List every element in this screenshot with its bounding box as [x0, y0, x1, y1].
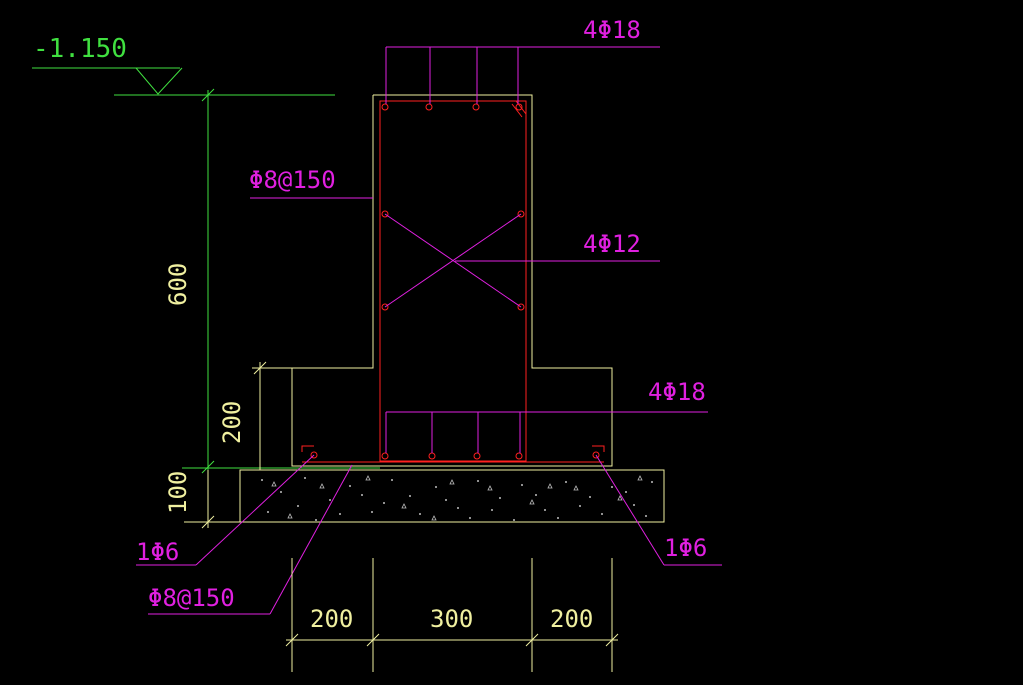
- rebar-bottom-4: [515, 452, 523, 460]
- rebar-bottom-3: [473, 452, 481, 460]
- width-dimensions: [285, 558, 619, 672]
- concrete-section-outline: [291, 94, 613, 467]
- stirrup-upper-label: Φ8@150: [249, 166, 336, 194]
- dim-right-200-label: 200: [550, 605, 593, 633]
- bar-right-label: 1Φ6: [664, 534, 707, 562]
- elevation-marker: [32, 67, 335, 96]
- leader-lines: [136, 46, 722, 615]
- bottom-distribution-bar: [301, 445, 605, 463]
- height-dimension-100: [184, 470, 240, 529]
- elevation-label: -1.150: [33, 34, 127, 64]
- dim-100-label: 100: [164, 471, 192, 514]
- rebar-left-1: [310, 451, 318, 459]
- height-dimension-200: [252, 361, 292, 470]
- dim-mid-300-label: 300: [430, 605, 473, 633]
- rebar-right-1: [592, 451, 600, 459]
- height-dimension-600: [182, 88, 380, 474]
- rebar-mid-3: [381, 303, 389, 311]
- rebar-top-1: [381, 103, 389, 111]
- rebar-mid-label: 4Φ12: [583, 230, 641, 258]
- rebar-top-4: [515, 103, 523, 111]
- rebar-top-3: [472, 103, 480, 111]
- rebar-mid-4: [517, 303, 525, 311]
- dim-600-label: 600: [164, 263, 192, 306]
- rebar-top-label: 4Φ18: [583, 16, 641, 44]
- dim-200-vertical-label: 200: [218, 401, 246, 444]
- dim-left-200-label: 200: [310, 605, 353, 633]
- bar-left-label: 1Φ6: [136, 538, 179, 566]
- concrete-hatch: [261, 477, 653, 521]
- rebar-top-2: [425, 103, 433, 111]
- rebar-bottom-1: [381, 452, 389, 460]
- blinding-layer: [239, 469, 665, 523]
- rebar-mid-2: [517, 210, 525, 218]
- rebar-mid-1: [381, 210, 389, 218]
- stirrup-lower-label: Φ8@150: [148, 584, 235, 612]
- rebar-bottom-label: 4Φ18: [648, 378, 706, 406]
- rebar-dots: [310, 103, 600, 460]
